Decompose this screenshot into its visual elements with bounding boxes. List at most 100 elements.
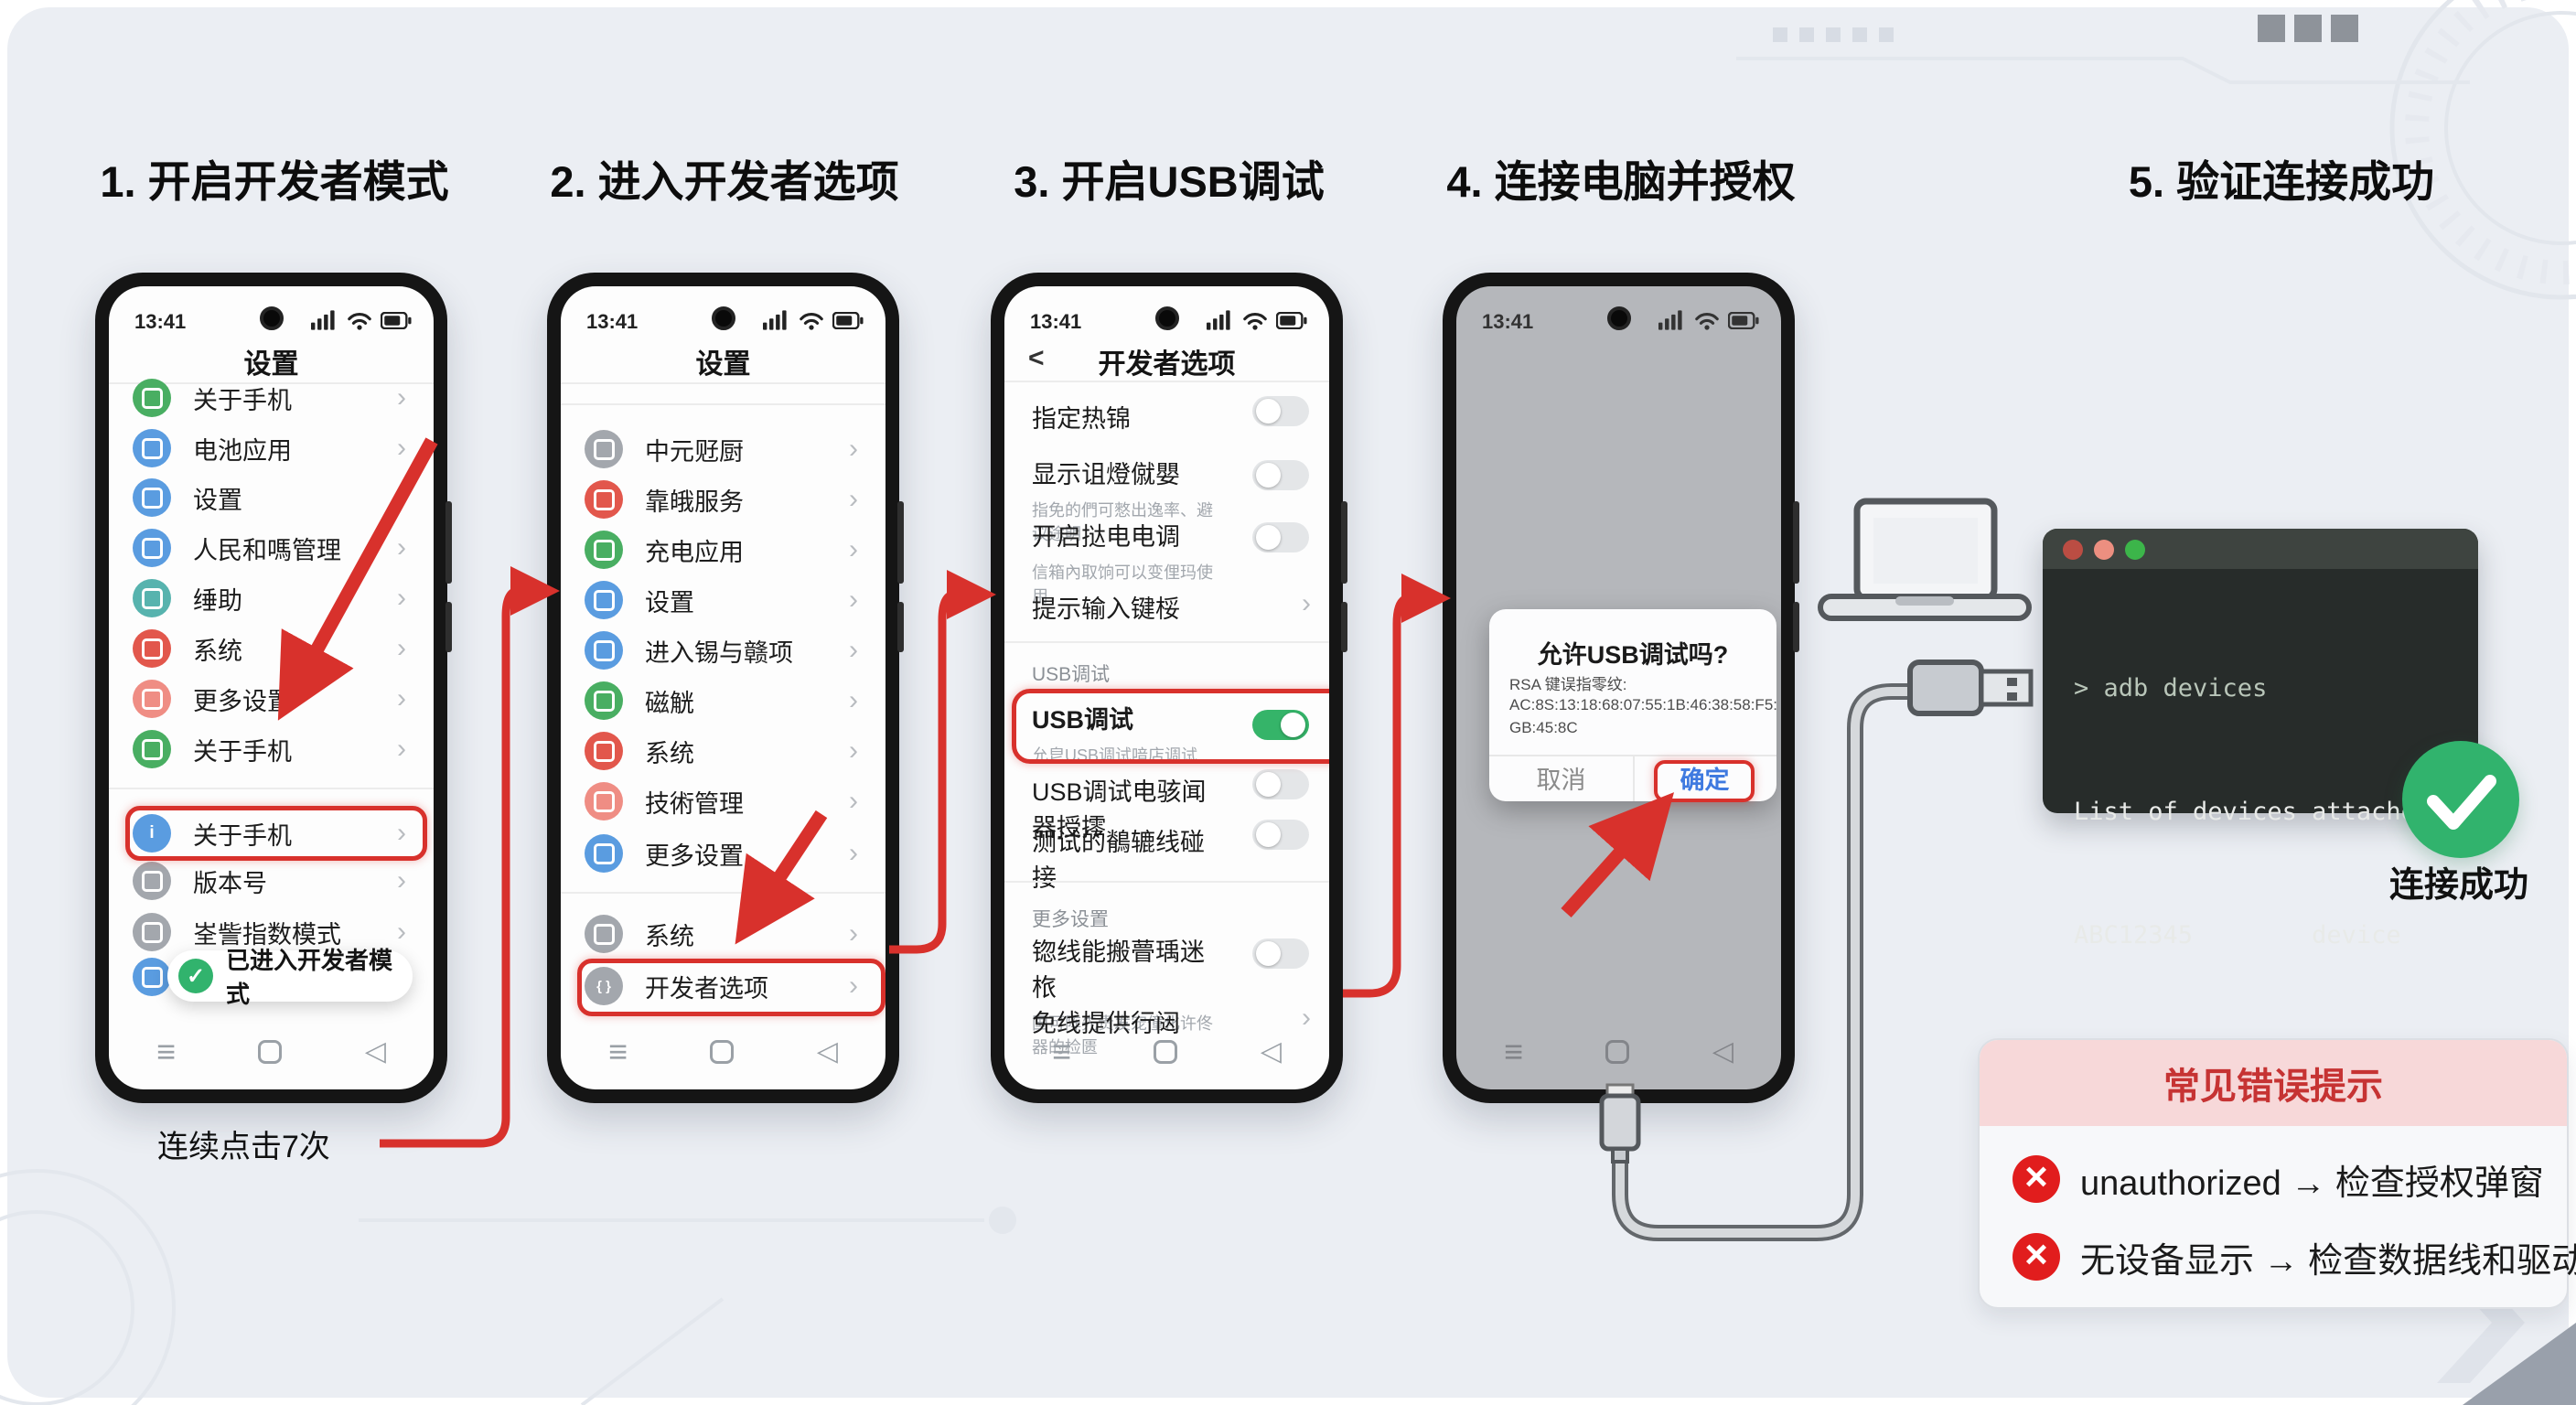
list-item[interactable]: 缍助›: [122, 574, 421, 623]
menu-nav-icon[interactable]: ≡: [1504, 1032, 1524, 1070]
back-chevron-icon[interactable]: <: [1028, 343, 1045, 373]
back-nav-icon[interactable]: ◁: [364, 1036, 386, 1067]
green-card-icon: [585, 681, 623, 720]
red-chat-icon: [585, 782, 623, 820]
home-nav-icon[interactable]: [1605, 1039, 1630, 1064]
back-nav-icon[interactable]: ◁: [1260, 1036, 1282, 1067]
list-item[interactable]: 关于手机›: [122, 373, 421, 423]
list-item[interactable]: 电池应用›: [122, 424, 421, 473]
maximize-icon[interactable]: [2125, 540, 2145, 560]
error-row: × unauthorized → 检查授权弹窗: [2012, 1152, 2558, 1207]
chevron-right-icon: ›: [849, 484, 858, 514]
blue-clock-icon: [585, 631, 623, 670]
list-item[interactable]: 系统›: [574, 726, 873, 776]
chevron-right-icon: ›: [849, 971, 858, 1001]
terminal-line: ABC12345 device: [2074, 921, 2401, 949]
divider: [109, 382, 434, 384]
list-item[interactable]: 峑訾指数模式›: [122, 907, 421, 957]
toggle-off[interactable]: [1252, 460, 1309, 490]
list-item[interactable]: 更多设置›: [574, 829, 873, 878]
toggle-off[interactable]: [1252, 938, 1309, 969]
rsa-label: RSA 键误指零纹:: [1509, 676, 1627, 693]
chevron-right-icon: ›: [849, 786, 858, 816]
gray-braces-icon: { }: [585, 967, 623, 1005]
chevron-right-icon: ›: [1302, 588, 1311, 618]
list-item[interactable]: 更多设置›: [122, 674, 421, 724]
signal-icon: [311, 310, 338, 330]
back-nav-icon[interactable]: ◁: [1712, 1036, 1733, 1067]
authorize-screen: 13:41 允许USB调试吗? RSA 键误指零纹: AC:8S:13:18:6…: [1456, 286, 1781, 1089]
chevron-right-icon: ›: [397, 433, 406, 463]
list-item[interactable]: 设置›: [574, 575, 873, 625]
phone-step2: 13:41 设置 中元觃厨› 靠皒服务› 充电应用› 设置› 进入锡与赣项› 磁…: [547, 273, 904, 1103]
phone-step1: 13:41 设置 关于手机› 电池应用› 设置› 人民和嗎管理› 缍助› 系统›…: [95, 273, 452, 1103]
toggle-off[interactable]: [1252, 522, 1309, 552]
home-nav-icon[interactable]: [710, 1039, 735, 1064]
step-title-5: 5. 验证连接成功: [2128, 157, 2435, 206]
highlight-confirm: [1654, 760, 1755, 802]
setting-row[interactable]: 显示诅燈僦嬰 指免的們可憗出逸率、避议途明: [1032, 461, 1213, 543]
setting-row[interactable]: USB调试电骇闻器授㩕: [1032, 778, 1207, 842]
toggle-off[interactable]: [1252, 820, 1309, 850]
home-nav-icon[interactable]: [258, 1039, 283, 1064]
power-button: [1793, 602, 1799, 652]
toggle-off[interactable]: [1252, 396, 1309, 426]
back-nav-icon[interactable]: ◁: [816, 1036, 838, 1067]
settings-screen: 13:41 设置 关于手机› 电池应用› 设置› 人民和嗎管理› 缍助› 系统›…: [109, 286, 434, 1089]
list-item[interactable]: 关于手机›: [122, 724, 421, 774]
toggle-on[interactable]: [1252, 710, 1309, 740]
developer-options-item[interactable]: { }开发者选项›: [574, 961, 873, 1011]
menu-nav-icon[interactable]: ≡: [608, 1032, 628, 1070]
status-time: 13:41: [586, 310, 639, 333]
list-item[interactable]: 磁觥›: [574, 676, 873, 725]
list-item[interactable]: 版本号›: [122, 856, 421, 906]
pink-face-icon: [133, 680, 171, 718]
list-item[interactable]: 充电应用›: [574, 525, 873, 574]
list-item[interactable]: 中元觃厨›: [574, 424, 873, 474]
green-battery-icon: [585, 531, 623, 569]
teal-card-icon: [133, 579, 171, 617]
home-nav-icon[interactable]: [1154, 1039, 1178, 1064]
close-icon[interactable]: [2063, 540, 2083, 560]
error-text: unauthorized → 检查授权弹窗: [2080, 1164, 2544, 1203]
wifi-icon: [1242, 311, 1268, 330]
minimize-icon[interactable]: [2094, 540, 2114, 560]
menu-nav-icon[interactable]: ≡: [1052, 1032, 1072, 1070]
rsa-fingerprint-2: GB:45:8C: [1509, 719, 1578, 736]
error-x-icon: ×: [2012, 1232, 2060, 1281]
divider: [1004, 641, 1329, 643]
menu-nav-icon[interactable]: ≡: [156, 1032, 177, 1070]
list-item[interactable]: 系统›: [122, 624, 421, 673]
setting-row[interactable]: 开启挞电电调 信箱內取饷可以变俚玛使用: [1032, 523, 1213, 606]
battery-icon: [832, 312, 864, 329]
setting-row[interactable]: 锪线能搬瞢瑀迷㭚 国可阵先贵发宠僮化许佟器的检匮: [1032, 938, 1213, 1056]
power-button: [897, 602, 904, 652]
blue-shield-icon: [133, 478, 171, 517]
wifi-icon: [347, 311, 372, 330]
chevron-right-icon: ›: [849, 635, 858, 665]
highlight-usb-debugging: [1012, 689, 1329, 764]
list-item[interactable]: 人民和嗎管理›: [122, 523, 421, 573]
setting-row[interactable]: 测试的鶺辘线碰接: [1032, 829, 1205, 892]
list-item[interactable]: 进入锡与赣项›: [574, 626, 873, 675]
setting-row[interactable]: 免线提供行闼: [1032, 1010, 1180, 1037]
error-x-icon: ×: [2012, 1154, 2060, 1203]
volume-button: [1793, 501, 1799, 584]
wifi-icon: [799, 311, 824, 330]
chevron-right-icon: ›: [849, 838, 858, 868]
setting-row[interactable]: 提示输入键桵: [1032, 595, 1180, 623]
setting-row[interactable]: 指定热锦: [1032, 405, 1131, 433]
divider: [561, 382, 886, 384]
rsa-fingerprint: AC:8S:13:18:68:07:55:1B:46:38:58:F5:: [1509, 696, 1777, 713]
list-item[interactable]: 设置›: [122, 473, 421, 522]
chevron-right-icon: ›: [397, 532, 406, 563]
list-item[interactable]: 技術管理›: [574, 777, 873, 826]
divider: [1004, 881, 1329, 883]
toggle-off[interactable]: [1252, 769, 1309, 799]
list-item[interactable]: 靠皒服务›: [574, 475, 873, 524]
phone-step4: 13:41 允许USB调试吗? RSA 键误指零纹: AC:8S:13:18:6…: [1443, 273, 1799, 1103]
cancel-button[interactable]: 取消: [1536, 767, 1586, 794]
list-item[interactable]: 系统›: [574, 909, 873, 959]
toast-text: 已进入开发者模式: [226, 947, 393, 1008]
chevron-right-icon: ›: [397, 382, 406, 413]
